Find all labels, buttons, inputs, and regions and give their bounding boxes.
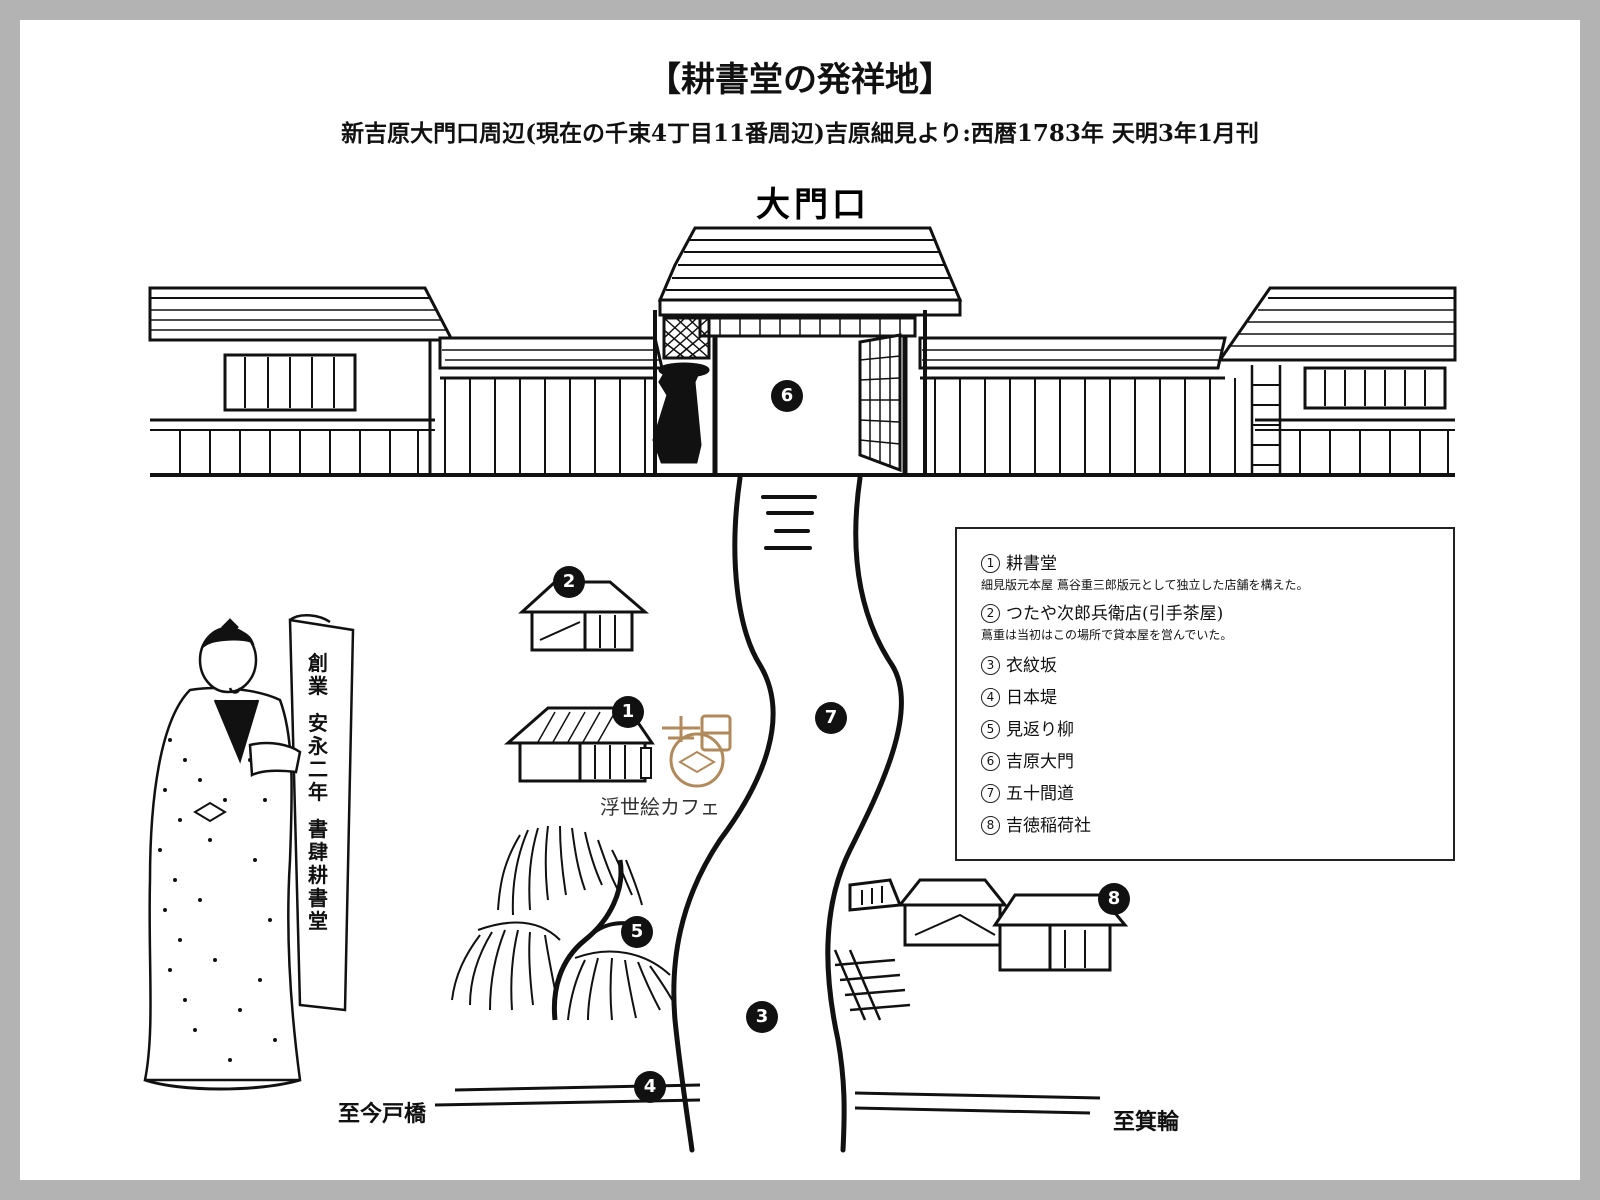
legend-note-2: 蔦重は当初はこの場所で貸本屋を営んでいた。 xyxy=(981,628,1233,642)
marker-6[interactable]: 6 xyxy=(771,380,803,412)
legend-item-5: 5 見返り柳 xyxy=(981,715,1074,740)
marker-2[interactable]: 2 xyxy=(553,566,585,598)
embankment xyxy=(434,1083,1101,1115)
legend-name-8: 吉徳稲荷社 xyxy=(1006,816,1091,836)
marker-3[interactable]: 3 xyxy=(746,1001,778,1033)
house-tsutaya-jirobee xyxy=(518,580,650,652)
legend-item-1: 1 耕書堂 細見版元本屋 蔦谷重三郎版元として独立した店舗を構えた。 xyxy=(981,549,1308,593)
right-wall xyxy=(918,336,1227,380)
legend-name-2: つたや次郎兵衛店(引手茶屋) xyxy=(1006,604,1224,624)
page-title: 【耕書堂の発祥地】 xyxy=(647,60,953,100)
banner-line-1: 創業 xyxy=(308,651,328,698)
cafe-logo xyxy=(662,714,732,788)
banner-line-3: 書肆耕書堂 xyxy=(308,817,328,933)
marker-1[interactable]: 1 xyxy=(612,696,644,728)
gate-sign: 大門口 xyxy=(756,185,870,225)
marker-7[interactable]: 7 xyxy=(815,702,847,734)
destination-minowa: 至箕輪 xyxy=(1113,1110,1180,1135)
right-building xyxy=(1217,286,1457,475)
founder-figure xyxy=(143,614,355,1091)
legend-item-3: 3 衣紋坂 xyxy=(981,651,1057,676)
legend-note-1: 細見版元本屋 蔦谷重三郎版元として独立した店舗を構えた。 xyxy=(981,578,1309,592)
legend-item-4: 4 日本堤 xyxy=(981,683,1057,708)
legend-num-5: 5 xyxy=(981,720,1000,739)
legend-name-3: 衣紋坂 xyxy=(1006,656,1057,676)
legend-num-6: 6 xyxy=(981,752,1000,771)
left-wall xyxy=(438,336,664,380)
map-legend: 1 耕書堂 細見版元本屋 蔦谷重三郎版元として独立した店舗を構えた。 2 つたや次郎… xyxy=(955,527,1455,861)
left-building xyxy=(148,286,455,475)
banner-line-2: 安永二年 xyxy=(308,711,328,804)
destination-imado-bridge: 至今戸橋 xyxy=(338,1102,427,1127)
legend-item-2: 2 つたや次郎兵衛店(引手茶屋) 蔦重は当初はこの場所で貸本屋を営んでいた。 xyxy=(981,599,1232,643)
cafe-label: 浮世絵カフェ xyxy=(600,795,720,819)
legend-name-6: 吉原大門 xyxy=(1006,752,1074,772)
legend-num-4: 4 xyxy=(981,688,1000,707)
legend-item-6: 6 吉原大門 xyxy=(981,747,1074,772)
legend-num-3: 3 xyxy=(981,656,1000,675)
marker-4[interactable]: 4 xyxy=(634,1071,666,1103)
marker-5[interactable]: 5 xyxy=(621,916,653,948)
legend-name-7: 五十間道 xyxy=(1006,784,1074,804)
gate-complex xyxy=(148,226,1457,477)
legend-num-8: 8 xyxy=(981,816,1000,835)
fence-slats xyxy=(179,378,1449,475)
legend-num-7: 7 xyxy=(981,784,1000,803)
founder-banner: 創業 安永二年 書肆耕書堂 xyxy=(303,652,333,933)
gate xyxy=(652,226,963,475)
legend-name-4: 日本堤 xyxy=(1006,688,1057,708)
road xyxy=(671,475,904,1153)
legend-name-1: 耕書堂 xyxy=(1006,554,1057,574)
legend-name-5: 見返り柳 xyxy=(1006,720,1074,740)
legend-num-1: 1 xyxy=(981,554,1000,573)
page-subtitle: 新吉原大門口周辺(現在の千束4丁目11番周辺)吉原細見より:西暦1783年 天明… xyxy=(341,120,1259,147)
marker-8[interactable]: 8 xyxy=(1098,883,1130,915)
legend-item-7: 7 五十間道 xyxy=(981,779,1074,804)
legend-num-2: 2 xyxy=(981,604,1000,623)
shrine-yoshitoku xyxy=(833,878,1129,1021)
legend-item-8: 8 吉徳稲荷社 xyxy=(981,811,1091,836)
